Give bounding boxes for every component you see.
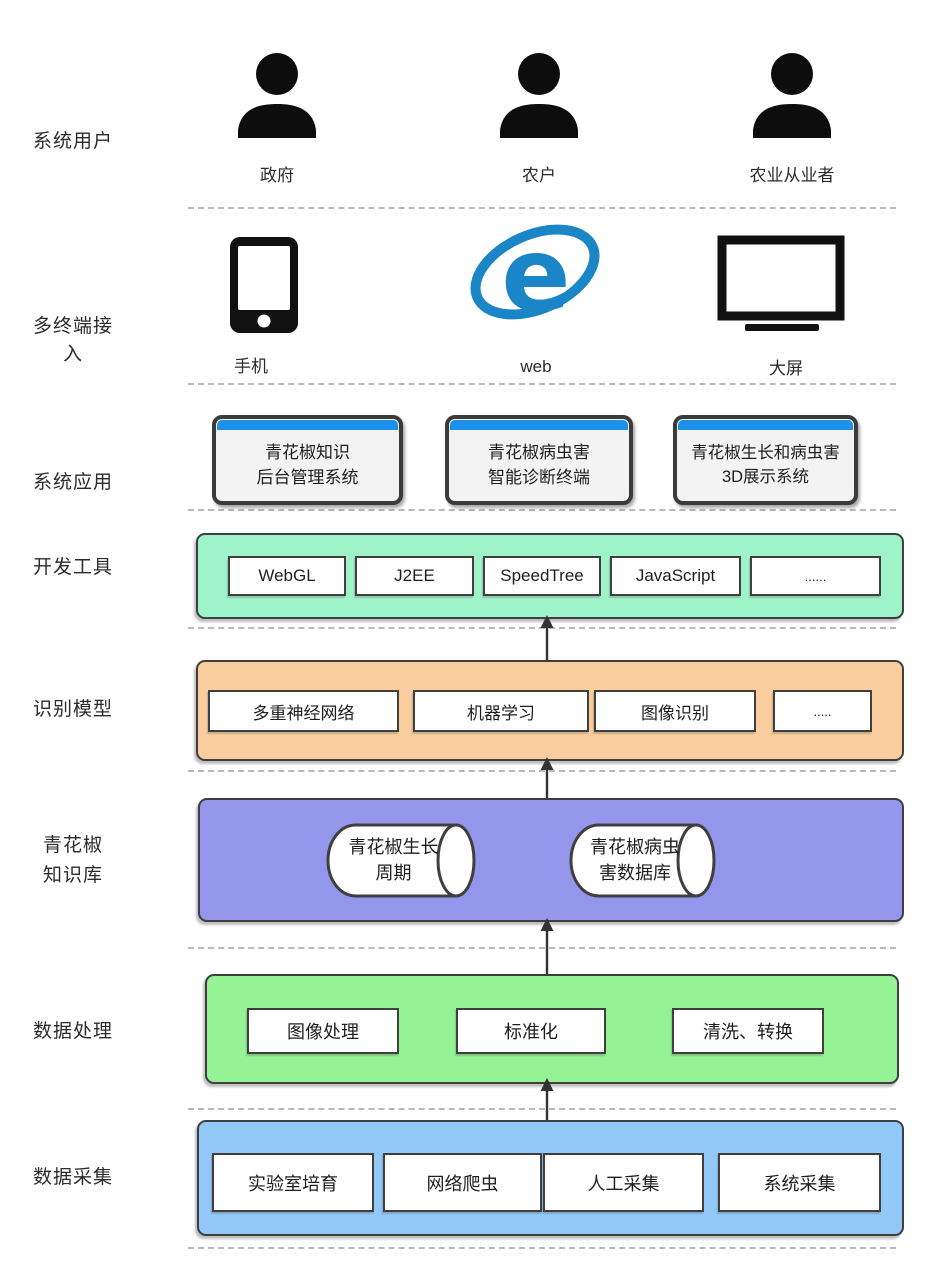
up-arrow — [540, 918, 554, 974]
app-card-3d-display: 青花椒生长和病虫害 3D展示系统 — [673, 415, 858, 505]
terminal-caption-bigscreen: 大屏 — [769, 359, 803, 378]
cylinder-line1: 青花椒病虫 — [590, 837, 680, 858]
dashed-separator — [188, 947, 896, 949]
dashed-separator — [188, 1247, 896, 1249]
cylinder-line2: 害数据库 — [599, 862, 671, 883]
processing-item: 清洗、转换 — [672, 1008, 824, 1054]
cylinder-line1: 青花椒生长 — [348, 837, 439, 858]
knowledge-band — [198, 798, 904, 922]
browser-titlebar-icon — [678, 420, 853, 430]
app-card-line2: 智能诊断终端 — [488, 467, 590, 487]
terminal-caption-phone: 手机 — [234, 357, 268, 376]
browser-titlebar-icon — [217, 420, 398, 430]
devtools-item-ellipsis: ...... — [750, 556, 881, 596]
cylinder-text: 青花椒病虫 害数据库 — [568, 823, 702, 898]
model-item-ellipsis: ..... — [773, 690, 872, 732]
layer-label-terminals-line2: 入 — [62, 344, 83, 365]
ie-browser-icon: e — [470, 220, 600, 330]
app-card-line1: 青花椒生长和病虫害 — [691, 443, 840, 462]
app-card-line2: 后台管理系统 — [256, 467, 359, 487]
app-card-diagnosis-terminal: 青花椒病虫害 智能诊断终端 — [445, 415, 633, 505]
dashed-separator — [188, 383, 896, 385]
app-card-text: 青花椒生长和病虫害 3D展示系统 — [677, 430, 854, 501]
terminal-caption-web: web — [520, 357, 552, 376]
app-card-text: 青花椒病虫害 智能诊断终端 — [449, 430, 629, 501]
user-icon — [238, 53, 316, 138]
user-caption-government: 政府 — [260, 166, 294, 185]
collection-item: 实验室培育 — [212, 1153, 374, 1212]
layer-label-knowledge: 青花椒 知识库 — [18, 831, 128, 891]
user-caption-practitioner: 农业从业者 — [749, 166, 835, 185]
collection-item: 系统采集 — [718, 1153, 881, 1212]
app-card-backend-system: 青花椒知识 后台管理系统 — [212, 415, 403, 505]
devtools-item: WebGL — [228, 556, 346, 596]
database-cylinder-growth: 青花椒生长 周期 — [325, 823, 478, 898]
browser-titlebar-icon — [450, 420, 628, 430]
app-card-text: 青花椒知识 后台管理系统 — [216, 430, 399, 501]
layer-label-terminals-line1: 多终端接 — [32, 316, 113, 337]
monitor-icon — [717, 235, 845, 331]
app-card-line1: 青花椒病虫害 — [488, 442, 590, 462]
collection-item: 网络爬虫 — [383, 1153, 542, 1212]
up-arrow — [540, 757, 554, 798]
model-item: 图像识别 — [594, 690, 756, 732]
devtools-item: JavaScript — [610, 556, 741, 596]
devtools-item: SpeedTree — [483, 556, 601, 596]
up-arrow — [540, 1078, 554, 1120]
layer-label-knowledge-line1: 青花椒 — [42, 835, 103, 856]
layer-label-devtools: 开发工具 — [32, 557, 113, 578]
cylinder-text: 青花椒生长 周期 — [325, 823, 462, 898]
processing-item: 标准化 — [456, 1008, 606, 1054]
up-arrow — [540, 615, 554, 660]
layer-label-processing: 数据处理 — [32, 1021, 113, 1042]
processing-item: 图像处理 — [247, 1008, 399, 1054]
cylinder-icon — [326, 823, 476, 898]
cylinder-line2: 周期 — [375, 862, 412, 883]
user-icon — [500, 53, 578, 138]
database-cylinder-pests: 青花椒病虫 害数据库 — [568, 823, 718, 898]
model-item: 机器学习 — [413, 690, 589, 732]
collection-item: 人工采集 — [543, 1153, 704, 1212]
dashed-separator — [188, 207, 896, 209]
user-icon — [753, 53, 831, 138]
dashed-separator — [188, 1108, 896, 1110]
layer-label-apps: 系统应用 — [32, 472, 113, 493]
layer-label-terminals: 多终端接 入 — [18, 313, 128, 369]
cylinder-icon — [569, 823, 716, 898]
app-card-line1: 青花椒知识 — [265, 442, 350, 462]
app-card-line2: 3D展示系统 — [721, 467, 810, 486]
dashed-separator — [188, 509, 896, 511]
layer-label-knowledge-line2: 知识库 — [42, 865, 103, 886]
dashed-separator — [188, 770, 896, 772]
layer-label-models: 识别模型 — [32, 699, 113, 720]
model-item: 多重神经网络 — [208, 690, 399, 732]
devtools-item: J2EE — [355, 556, 474, 596]
layer-label-collection: 数据采集 — [32, 1167, 113, 1188]
user-caption-farmer: 农户 — [522, 166, 556, 185]
phone-icon — [230, 237, 298, 333]
layer-label-users: 系统用户 — [32, 131, 113, 152]
